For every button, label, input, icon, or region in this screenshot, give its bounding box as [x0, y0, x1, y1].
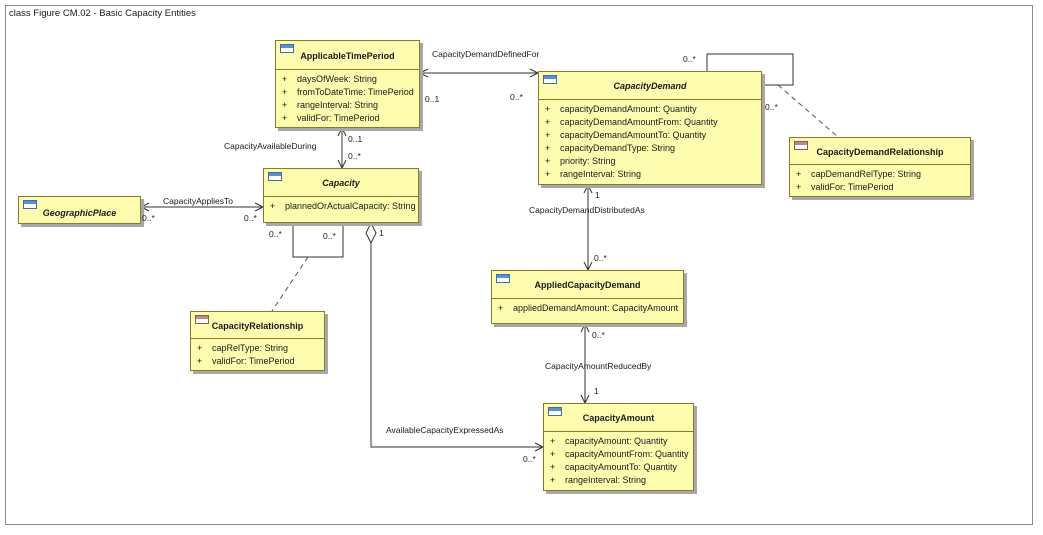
attribute: +capacityAmountTo: Quantity — [550, 462, 678, 472]
frame-title: class Figure CM.02 - Basic Capacity Enti… — [9, 8, 196, 19]
class-name: ApplicableTimePeriod — [300, 51, 395, 61]
aggregation-diamond — [365, 221, 377, 245]
class-name: CapacityAmount — [582, 413, 655, 423]
association-label-capacity-amount-reduced-by: CapacityAmountReducedBy — [545, 361, 652, 371]
attribute: +rangeInterval: String — [545, 169, 642, 179]
association-class-link-capacity-relationship — [271, 256, 309, 312]
attribute: +capacityDemandAmountTo: Quantity — [545, 130, 707, 140]
class-icon — [548, 407, 562, 416]
attribute-list: +capRelType: String +validFor: TimePerio… — [191, 338, 324, 368]
class-applicable-time-period[interactable]: ApplicableTimePeriod +daysOfWeek: String… — [275, 40, 420, 128]
attribute: +appliedDemandAmount: CapacityAmount — [498, 303, 679, 313]
class-applied-capacity-demand[interactable]: AppliedCapacityDemand +appliedDemandAmou… — [491, 270, 684, 324]
multiplicity-label: 0..* — [594, 253, 607, 263]
attribute: +rangeInterval: String — [550, 475, 647, 485]
class-capacity[interactable]: Capacity +plannedOrActualCapacity: Strin… — [263, 168, 419, 223]
attribute: +capacityAmount: Quantity — [550, 436, 668, 446]
association-label-capacity-demand-distributed-as: CapacityDemandDistributedAs — [529, 205, 645, 215]
assoc-line-available-capacity-expressed-as — [370, 243, 543, 448]
attribute: +priority: String — [545, 156, 616, 166]
attribute: +rangeInterval: String — [282, 100, 379, 110]
attribute-list: +appliedDemandAmount: CapacityAmount — [492, 298, 683, 315]
class-header: Capacity — [264, 169, 418, 196]
class-header: CapacityRelationship — [191, 312, 324, 338]
class-icon — [23, 200, 37, 209]
class-name: CapacityDemandRelationship — [816, 147, 944, 157]
attribute: +validFor: TimePeriod — [197, 356, 295, 366]
attribute: +validFor: TimePeriod — [796, 182, 894, 192]
multiplicity-label: 0..* — [510, 92, 523, 102]
class-header: AppliedCapacityDemand — [492, 271, 683, 298]
multiplicity-label: 1 — [379, 228, 384, 238]
class-header: GeographicPlace — [19, 197, 140, 223]
association-class-icon — [794, 141, 808, 150]
class-name: CapacityDemand — [613, 81, 687, 91]
assoc-line-capacity-self — [292, 223, 344, 258]
class-capacity-demand-relationship[interactable]: CapacityDemandRelationship +capDemandRel… — [789, 137, 971, 197]
attribute: +capacityDemandType: String — [545, 143, 676, 153]
multiplicity-label: 0..* — [269, 229, 282, 239]
class-name: AppliedCapacityDemand — [534, 280, 641, 290]
attribute: +capacityAmountFrom: Quantity — [550, 449, 689, 459]
attribute: +validFor: TimePeriod — [282, 113, 380, 123]
multiplicity-label: 0..* — [244, 213, 257, 223]
class-header: ApplicableTimePeriod — [276, 41, 419, 69]
class-name: GeographicPlace — [42, 208, 117, 218]
attribute: +capacityDemandAmount: Quantity — [545, 104, 697, 114]
attribute: +daysOfWeek: String — [282, 74, 377, 84]
class-capacity-amount[interactable]: CapacityAmount +capacityAmount: Quantity… — [543, 403, 694, 491]
class-name: Capacity — [322, 178, 360, 188]
multiplicity-label: 0..* — [683, 54, 696, 64]
attribute-list: +capDemandRelType: String +validFor: Tim… — [790, 164, 970, 194]
multiplicity-label: 1 — [594, 386, 599, 396]
attribute-list: +capacityDemandAmount: Quantity +capacit… — [539, 99, 761, 181]
association-label-available-capacity-expressed-as: AvailableCapacityExpressedAs — [386, 425, 504, 435]
arrowhead-atp — [418, 68, 429, 78]
class-icon — [280, 44, 294, 53]
attribute-list: +capacityAmount: Quantity +capacityAmoun… — [544, 431, 693, 487]
class-icon — [268, 172, 282, 181]
class-header: CapacityAmount — [544, 404, 693, 431]
class-capacity-demand[interactable]: CapacityDemand +capacityDemandAmount: Qu… — [538, 71, 762, 185]
class-name: CapacityRelationship — [211, 321, 304, 331]
multiplicity-label: 0..* — [323, 231, 336, 241]
class-capacity-relationship[interactable]: CapacityRelationship +capRelType: String… — [190, 311, 325, 371]
class-header: CapacityDemandRelationship — [790, 138, 970, 164]
attribute: +fromToDateTime: TimePeriod — [282, 87, 414, 97]
class-geographic-place[interactable]: GeographicPlace — [18, 196, 141, 224]
association-class-link-capacity-demand-relationship — [777, 84, 839, 138]
association-label-capacity-demand-defined-for: CapacityDemandDefinedFor — [432, 49, 540, 59]
multiplicity-label: 0..* — [592, 330, 605, 340]
class-icon — [543, 75, 557, 84]
association-label-capacity-available-during: CapacityAvailableDuring — [224, 141, 317, 151]
multiplicity-label: 0..* — [348, 151, 361, 161]
assoc-line-capacity-demand-self — [706, 53, 794, 86]
attribute: +capDemandRelType: String — [796, 169, 922, 179]
class-header: CapacityDemand — [539, 72, 761, 99]
multiplicity-label: 1 — [595, 190, 600, 200]
association-label-capacity-applies-to: CapacityAppliesTo — [163, 196, 233, 206]
multiplicity-label: 0..1 — [348, 134, 363, 144]
multiplicity-label: 0..1 — [425, 94, 440, 104]
diagram-frame — [5, 5, 1033, 525]
association-class-icon — [195, 315, 209, 324]
attribute: +capacityDemandAmountFrom: Quantity — [545, 117, 718, 127]
class-icon — [496, 274, 510, 283]
attribute-list: +daysOfWeek: String +fromToDateTime: Tim… — [276, 69, 419, 125]
attribute-list: +plannedOrActualCapacity: String — [264, 196, 418, 213]
multiplicity-label: 0..* — [765, 102, 778, 112]
multiplicity-label: 0..* — [142, 213, 155, 223]
multiplicity-label: 0..* — [523, 454, 536, 464]
attribute: +capRelType: String — [197, 343, 289, 353]
attribute: +plannedOrActualCapacity: String — [270, 201, 416, 211]
